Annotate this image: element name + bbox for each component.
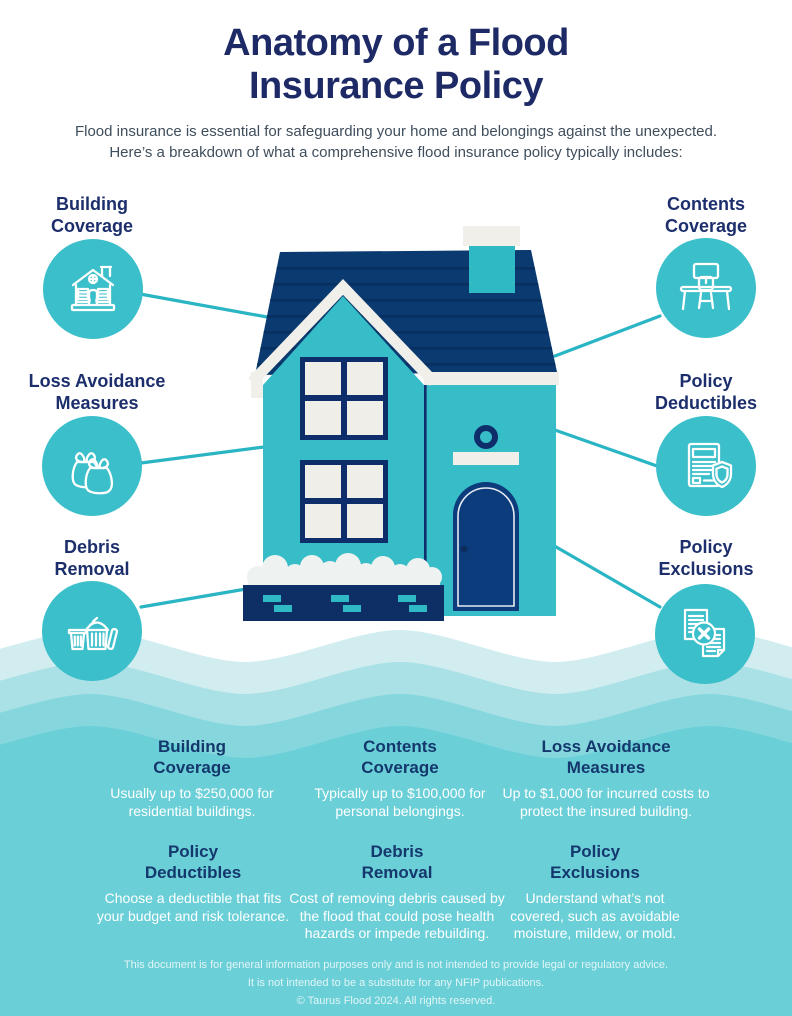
trash-cans-icon (67, 616, 119, 651)
detail-body: Up to $1,000 for incurred costs to prote… (502, 785, 710, 819)
circle-contents-coverage (656, 238, 756, 338)
intro-text: Flood insurance is essential for safegua… (0, 121, 792, 163)
circle-debris-removal (42, 581, 142, 681)
eave-trim (424, 372, 559, 385)
page-title: Anatomy of a Flood Insurance Policy (0, 22, 792, 108)
planter-wall (243, 585, 444, 621)
round-window (474, 425, 498, 449)
roof-stripes (255, 267, 557, 366)
connector-lines (138, 292, 662, 609)
gable-trim (248, 279, 438, 386)
chimney-body (469, 246, 515, 293)
desk-icon (679, 262, 733, 311)
intro-line-2: Here’s a breakdown of what a comprehensi… (109, 144, 683, 161)
sandbag-front (84, 458, 114, 495)
sandbags-icon (71, 452, 114, 495)
footer-disclaimer: This document is for general information… (0, 956, 792, 1010)
front-door (453, 482, 519, 611)
intro-line-1: Flood insurance is essential for safegua… (74, 123, 718, 140)
detail-body: Typically up to $100,000 for personal be… (314, 785, 486, 819)
documents-x-icon (683, 608, 726, 658)
wall-divider (424, 385, 427, 616)
bushes (247, 553, 442, 588)
detail-body: Choose a deductible that fits your budge… (96, 890, 290, 924)
upper-window (300, 357, 388, 440)
shield (711, 460, 733, 489)
house-gable-wall (263, 296, 424, 616)
connector-loss (139, 445, 266, 465)
title-line-2: Insurance Policy (248, 65, 544, 107)
roof (255, 250, 557, 375)
x-badge (691, 621, 717, 646)
circle-building-coverage (43, 239, 143, 339)
connector-deductibles (550, 427, 659, 468)
house-illustration (243, 226, 559, 621)
title-line-1: Anatomy of a Flood (223, 22, 569, 64)
door-lintel (453, 452, 519, 465)
detail-body: Cost of removing debris caused by the fl… (289, 890, 505, 941)
circle-policy-exclusions (655, 584, 755, 684)
connector-contents (553, 314, 662, 358)
house-icon (70, 265, 116, 312)
connector-debris (139, 587, 248, 609)
detail-body: Usually up to $250,000 for residential b… (110, 785, 274, 819)
lower-window (300, 460, 388, 543)
circle-loss-avoidance-measures (42, 416, 142, 516)
detail-body: Understand what’s not covered, such as a… (510, 890, 680, 941)
circle-policy-deductibles (656, 416, 756, 516)
document-shield-icon (687, 442, 733, 489)
eave-trim-left (251, 372, 263, 398)
connector-building (138, 292, 302, 325)
chimney-cap (463, 226, 520, 246)
house-right-wall (424, 385, 556, 616)
footer-line-2: It is not intended to be a substitute fo… (247, 977, 545, 989)
footer-line-3: © Taurus Flood 2024. All rights reserved… (296, 995, 496, 1007)
footer-line-1: This document is for general information… (123, 959, 669, 971)
